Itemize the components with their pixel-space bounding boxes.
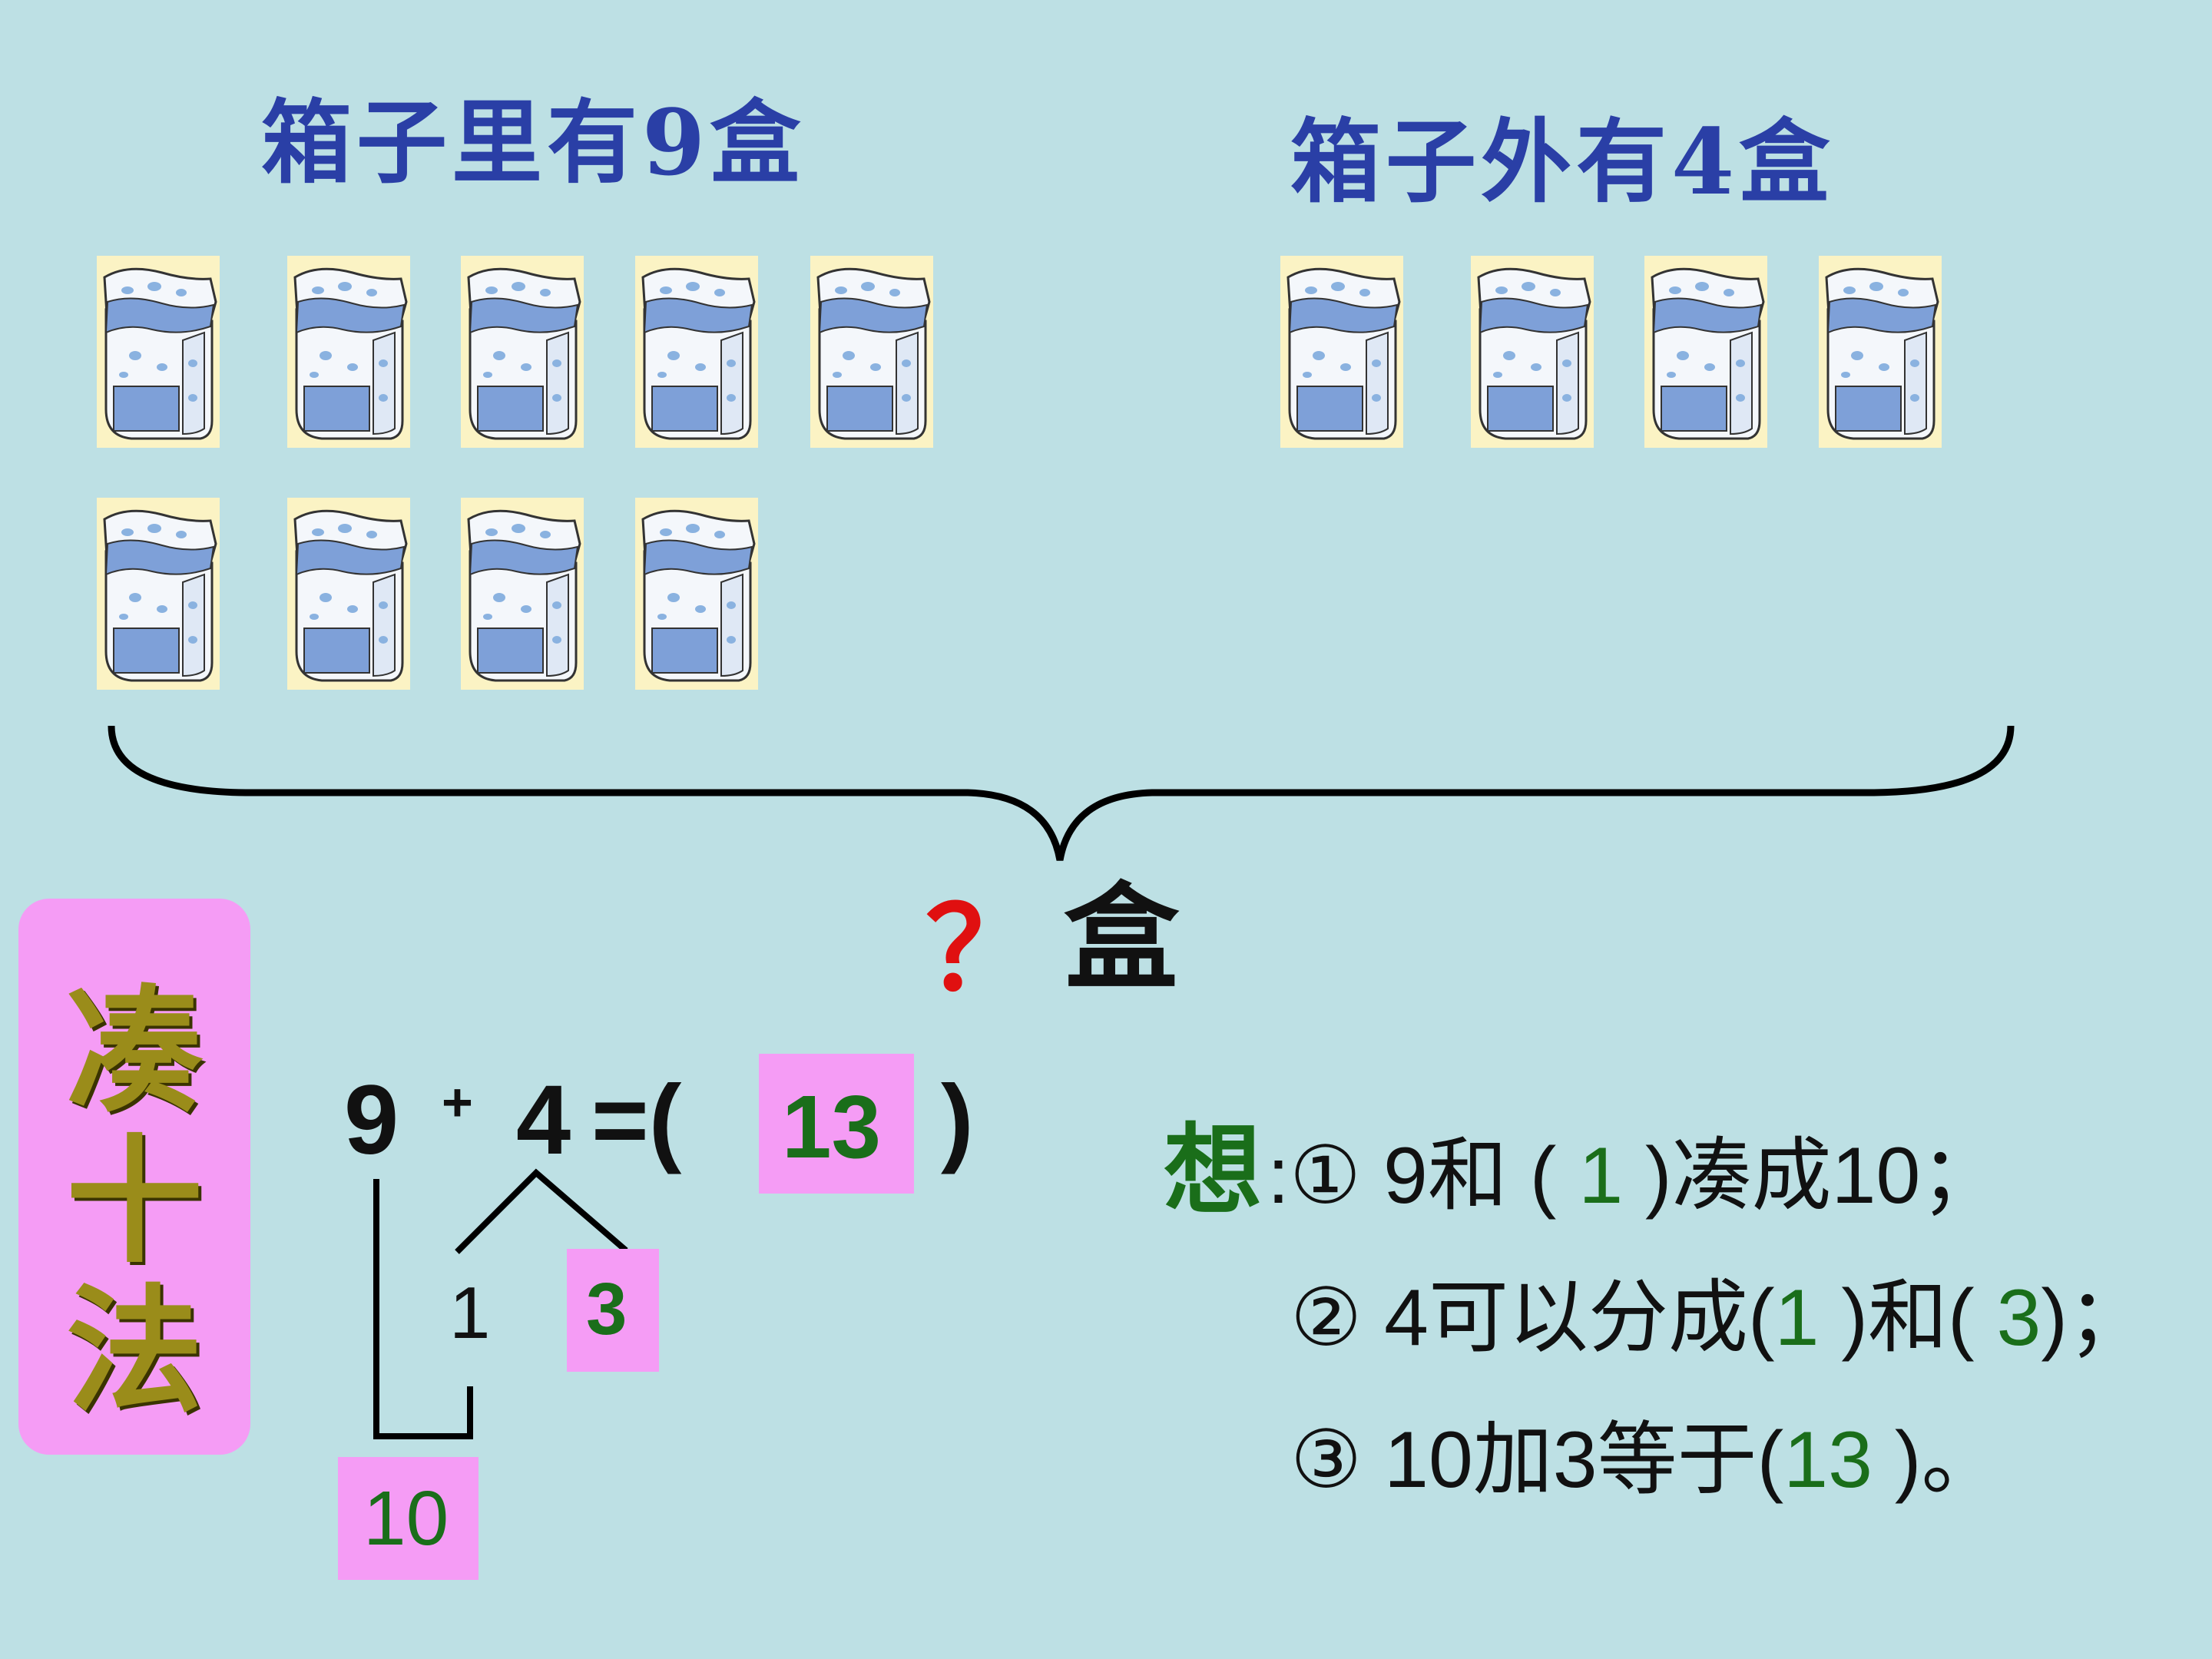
method-char-2: 十 (66, 1121, 203, 1281)
think-line-1: :① 9和 ( 1 )凑成10； (1267, 1110, 2000, 1226)
think-line-3-pre: ③ 10加3等于( (1290, 1416, 1784, 1505)
think-line-2-pre: ② 4可以分成( (1290, 1273, 1775, 1363)
milk-box-icon (1819, 256, 1942, 448)
think-line-1-value: 1 (1578, 1131, 1624, 1220)
milk-box-icon (287, 498, 410, 690)
method-char-1: 凑 (66, 971, 203, 1131)
milk-box-icon (461, 256, 584, 448)
milk-box-icon (635, 256, 758, 448)
think-line-3-value: 13 (1783, 1416, 1873, 1505)
eq-equals: =( (591, 1065, 682, 1175)
method-char-3: 法 (66, 1270, 203, 1431)
think-colon: : (1267, 1131, 1290, 1220)
milk-box-icon (1280, 256, 1403, 448)
decomposition-lines (373, 1168, 628, 1439)
think-label: 想 (1164, 1113, 1263, 1228)
think-line-2-value-2: 3 (1996, 1273, 2041, 1363)
think-line-2-mid: )和( (1819, 1273, 1997, 1363)
think-line-1-pre: ① 9和 ( (1289, 1131, 1579, 1220)
milk-box-icon (97, 498, 220, 690)
answer-box (759, 1054, 914, 1194)
split-three-box (567, 1249, 659, 1372)
think-line-3: ③ 10加3等于(13 )。 (1290, 1394, 2002, 1510)
split-three: 3 (586, 1268, 628, 1350)
think-line-2-value-1: 1 (1774, 1273, 1820, 1363)
question-unit: 盒 (1064, 870, 1180, 1005)
heading-inside: 箱子里有9盒 (261, 89, 806, 196)
eq-a: 9 (344, 1065, 399, 1175)
milk-box-icon (810, 256, 933, 448)
curly-brace (108, 725, 2015, 861)
think-line-1-post: )凑成10； (1623, 1131, 2001, 1220)
think-line-2: ② 4可以分成(1 )和( 3)； (1290, 1252, 2147, 1368)
eq-plus: + (442, 1072, 473, 1132)
split-one: 1 (449, 1272, 491, 1354)
eq-b: 4 (516, 1065, 571, 1175)
milk-box-icon (1644, 256, 1767, 448)
milk-box-icon (97, 256, 220, 448)
question-mark: ？ (926, 882, 1041, 1017)
ten-box (338, 1457, 478, 1580)
think-line-3-post: )。 (1872, 1416, 2002, 1505)
think-line-2-post: )； (2041, 1273, 2147, 1363)
ten-value: 10 (363, 1475, 449, 1561)
milk-box-icon (287, 256, 410, 448)
method-panel: 凑 十 法 (18, 899, 250, 1455)
heading-outside: 箱子外有4盒 (1290, 108, 1835, 215)
eq-close: ) (941, 1065, 974, 1175)
eq-answer: 13 (782, 1077, 882, 1177)
milk-box-icon (635, 498, 758, 690)
milk-box-icon (1471, 256, 1594, 448)
milk-box-icon (461, 498, 584, 690)
